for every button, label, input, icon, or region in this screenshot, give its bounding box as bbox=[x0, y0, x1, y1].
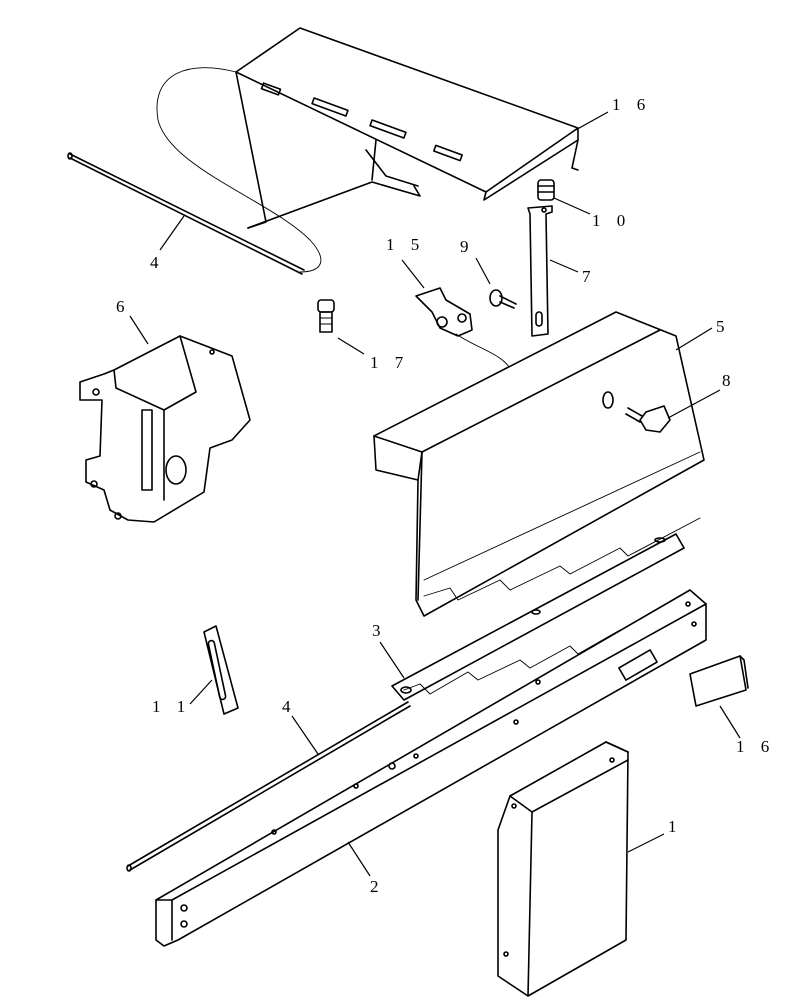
callout-4-lower: 4 bbox=[282, 697, 297, 716]
leader-11 bbox=[189, 679, 213, 705]
callout-17: 1 7 bbox=[370, 353, 409, 372]
leader-9 bbox=[475, 257, 491, 285]
leader-2 bbox=[347, 841, 371, 877]
callout-4-upper: 4 bbox=[150, 253, 165, 272]
leader-6 bbox=[129, 315, 149, 345]
part-15-latch bbox=[415, 287, 521, 380]
part-16-plate bbox=[689, 655, 749, 707]
part-9-bolt bbox=[489, 289, 517, 309]
part-3-strip bbox=[391, 533, 685, 701]
callout-15: 1 5 bbox=[386, 235, 425, 254]
part-14-top-cover bbox=[156, 27, 579, 273]
callout-7: 7 bbox=[582, 267, 597, 286]
callout-5: 5 bbox=[716, 317, 731, 336]
part-4-rod-lower bbox=[126, 701, 411, 872]
callout-14: 1 6 bbox=[612, 95, 651, 114]
part-6-bracket bbox=[79, 335, 251, 523]
leader-14 bbox=[571, 111, 609, 133]
leader-15 bbox=[401, 259, 425, 289]
part-7-strap bbox=[527, 205, 553, 337]
leader-4a bbox=[159, 215, 185, 251]
leader-4b bbox=[291, 715, 319, 755]
part-2-rail bbox=[155, 589, 707, 947]
part-8-bolt bbox=[625, 405, 671, 433]
leader-17 bbox=[337, 337, 365, 355]
part-11-slotted-strap bbox=[203, 625, 239, 715]
callout-16: 1 6 bbox=[736, 737, 775, 756]
callout-2: 2 bbox=[370, 877, 385, 896]
part-5-cover bbox=[373, 311, 705, 617]
leader-1 bbox=[627, 833, 665, 853]
leader-10 bbox=[553, 197, 591, 215]
part-17-screw bbox=[317, 299, 335, 333]
leader-7 bbox=[549, 259, 579, 273]
part-10-knob bbox=[537, 179, 555, 201]
leader-5 bbox=[675, 327, 713, 351]
callout-6: 6 bbox=[116, 297, 131, 316]
callout-leaders bbox=[129, 111, 741, 877]
callout-10: 1 0 bbox=[592, 211, 631, 230]
leader-3 bbox=[379, 641, 405, 679]
callout-labels: 1 6 1 0 7 9 1 5 4 1 7 5 8 6 3 1 1 4 1 6 … bbox=[116, 95, 775, 896]
callout-1: 1 bbox=[668, 817, 683, 836]
callout-11: 1 1 bbox=[152, 697, 191, 716]
callout-8: 8 bbox=[722, 371, 737, 390]
leader-16 bbox=[719, 705, 741, 739]
part-1-guard bbox=[497, 741, 629, 997]
callout-9: 9 bbox=[460, 237, 475, 256]
part-4-rod-upper bbox=[67, 152, 305, 275]
callout-3: 3 bbox=[372, 621, 387, 640]
leader-8 bbox=[667, 389, 721, 419]
